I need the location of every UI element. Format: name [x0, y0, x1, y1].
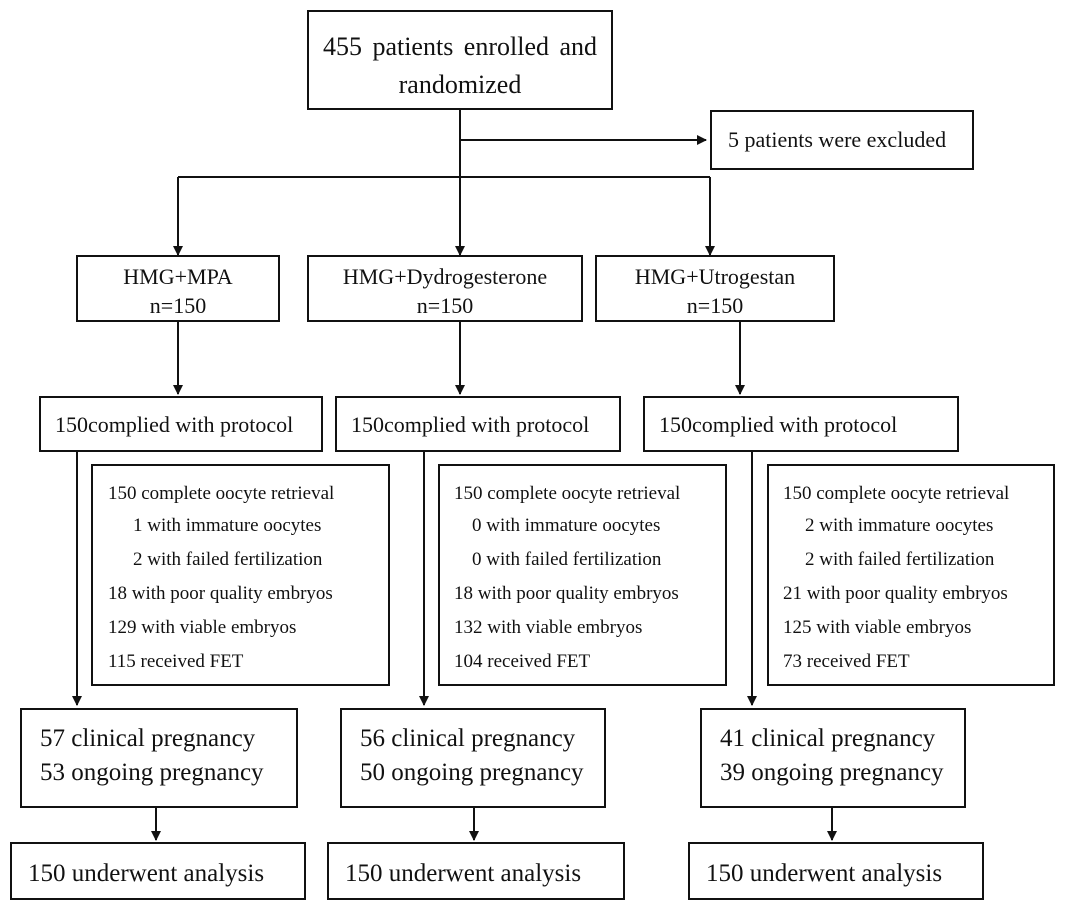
outcome-line: 41 clinical pregnancy	[720, 725, 936, 752]
detail-line: 0 with immature oocytes	[472, 515, 661, 536]
detail-line: 115 received FET	[108, 651, 244, 672]
enrollment-text: 455 patients enrolled and randomized	[322, 32, 598, 99]
detail-box-utrogestan: 150 complete oocyte retrieval 2 with imm…	[767, 464, 1055, 686]
outcome-line: 56 clinical pregnancy	[360, 725, 576, 752]
detail-line: 104 received FET	[454, 651, 591, 672]
analysis-text: 150 underwent analysis	[706, 860, 943, 887]
exclusion-text: 5 patients were excluded	[728, 127, 947, 152]
group-name: HMG+Dydrogesterone	[342, 264, 548, 289]
outcome-line: 50 ongoing pregnancy	[360, 759, 584, 786]
detail-line: 2 with failed fertilization	[133, 549, 323, 570]
analysis-box-utrogestan: 150 underwent analysis	[688, 842, 984, 900]
detail-line: 2 with immature oocytes	[805, 515, 994, 536]
detail-line: 129 with viable embryos	[108, 617, 297, 638]
compliance-box-dydrogesterone: 150complied with protocol	[335, 396, 621, 452]
outcome-line: 53 ongoing pregnancy	[40, 759, 264, 786]
detail-line: 21 with poor quality embryos	[783, 583, 1008, 604]
detail-line: 18 with poor quality embryos	[108, 583, 333, 604]
compliance-box-mpa: 150complied with protocol	[39, 396, 323, 452]
compliance-text: 150complied with protocol	[351, 412, 590, 437]
detail-line: 0 with failed fertilization	[472, 549, 662, 570]
group-box-mpa: HMG+MPA n=150	[76, 255, 280, 322]
group-box-utrogestan: HMG+Utrogestan n=150	[595, 255, 835, 322]
detail-box-dydrogesterone: 150 complete oocyte retrieval 0 with imm…	[438, 464, 727, 686]
detail-line: 73 received FET	[783, 651, 910, 672]
detail-line: 150 complete oocyte retrieval	[454, 483, 681, 504]
detail-line: 150 complete oocyte retrieval	[783, 483, 1010, 504]
group-n: n=150	[149, 293, 207, 318]
outcome-box-mpa: 57 clinical pregnancy 53 ongoing pregnan…	[20, 708, 298, 808]
compliance-text: 150complied with protocol	[659, 412, 898, 437]
detail-line: 18 with poor quality embryos	[454, 583, 679, 604]
outcome-line: 39 ongoing pregnancy	[720, 759, 944, 786]
enrollment-box: 455 patients enrolled and randomized	[307, 10, 613, 110]
group-n: n=150	[416, 293, 474, 318]
analysis-text: 150 underwent analysis	[345, 860, 582, 887]
group-n: n=150	[686, 293, 744, 318]
group-box-dydrogesterone: HMG+Dydrogesterone n=150	[307, 255, 583, 322]
compliance-box-utrogestan: 150complied with protocol	[643, 396, 959, 452]
detail-line: 150 complete oocyte retrieval	[108, 483, 335, 504]
outcome-box-utrogestan: 41 clinical pregnancy 39 ongoing pregnan…	[700, 708, 966, 808]
detail-line: 2 with failed fertilization	[805, 549, 995, 570]
outcome-line: 57 clinical pregnancy	[40, 725, 256, 752]
detail-line: 125 with viable embryos	[783, 617, 972, 638]
detail-line: 132 with viable embryos	[454, 617, 643, 638]
group-name: HMG+MPA	[123, 264, 233, 289]
detail-line: 1 with immature oocytes	[133, 515, 322, 536]
analysis-text: 150 underwent analysis	[28, 860, 265, 887]
exclusion-box: 5 patients were excluded	[710, 110, 974, 170]
detail-box-mpa: 150 complete oocyte retrieval 1 with imm…	[91, 464, 390, 686]
outcome-box-dydrogesterone: 56 clinical pregnancy 50 ongoing pregnan…	[340, 708, 606, 808]
analysis-box-dydrogesterone: 150 underwent analysis	[327, 842, 625, 900]
analysis-box-mpa: 150 underwent analysis	[10, 842, 306, 900]
group-name: HMG+Utrogestan	[634, 264, 796, 289]
compliance-text: 150complied with protocol	[55, 412, 294, 437]
